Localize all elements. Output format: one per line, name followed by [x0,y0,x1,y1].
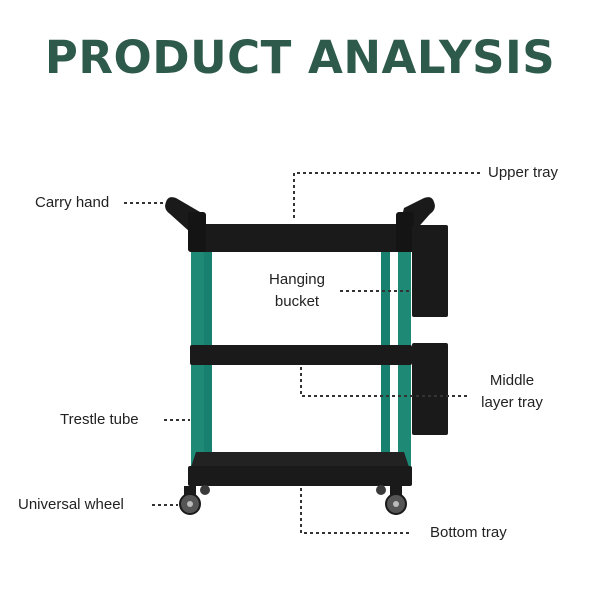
wheel-hub-right [393,501,399,507]
label-hanging-bucket: Hanging bucket [252,269,342,313]
hanging-bucket-lower [412,343,448,435]
label-middle-layer-tray: Middle layer tray [462,370,562,414]
leader-upper-tray [293,172,483,218]
bottom-tray [188,466,412,486]
upper-tray [188,224,414,252]
label-carry-hand: Carry hand [35,194,110,211]
universal-wheel-back-right [376,485,386,495]
bottom-tray-top [190,452,410,470]
page-title: PRODUCT ANALYSIS [44,31,556,84]
label-middle-tray-line2: layer tray [481,394,543,411]
wheel-hub-left [187,501,193,507]
label-upper-tray: Upper tray [488,164,559,181]
middle-layer-tray [190,345,412,365]
universal-wheel-back-left [200,485,210,495]
label-middle-tray-line1: Middle [489,372,535,389]
label-bottom-tray: Bottom tray [430,524,507,541]
upper-tray-corner-right [396,212,414,252]
leader-bottom-tray [300,488,410,534]
upper-tray-corner-left [188,212,206,252]
label-hanging-bucket-line1: Hanging [269,271,325,288]
label-universal-wheel: Universal wheel [18,496,124,513]
wheel-mount-left [184,486,196,496]
wheel-mount-right [390,486,402,496]
label-trestle-tube: Trestle tube [60,411,139,428]
hanging-bucket-upper [412,225,448,317]
label-hanging-bucket-line2: bucket [274,293,320,310]
leader-middle-tray [300,367,468,397]
